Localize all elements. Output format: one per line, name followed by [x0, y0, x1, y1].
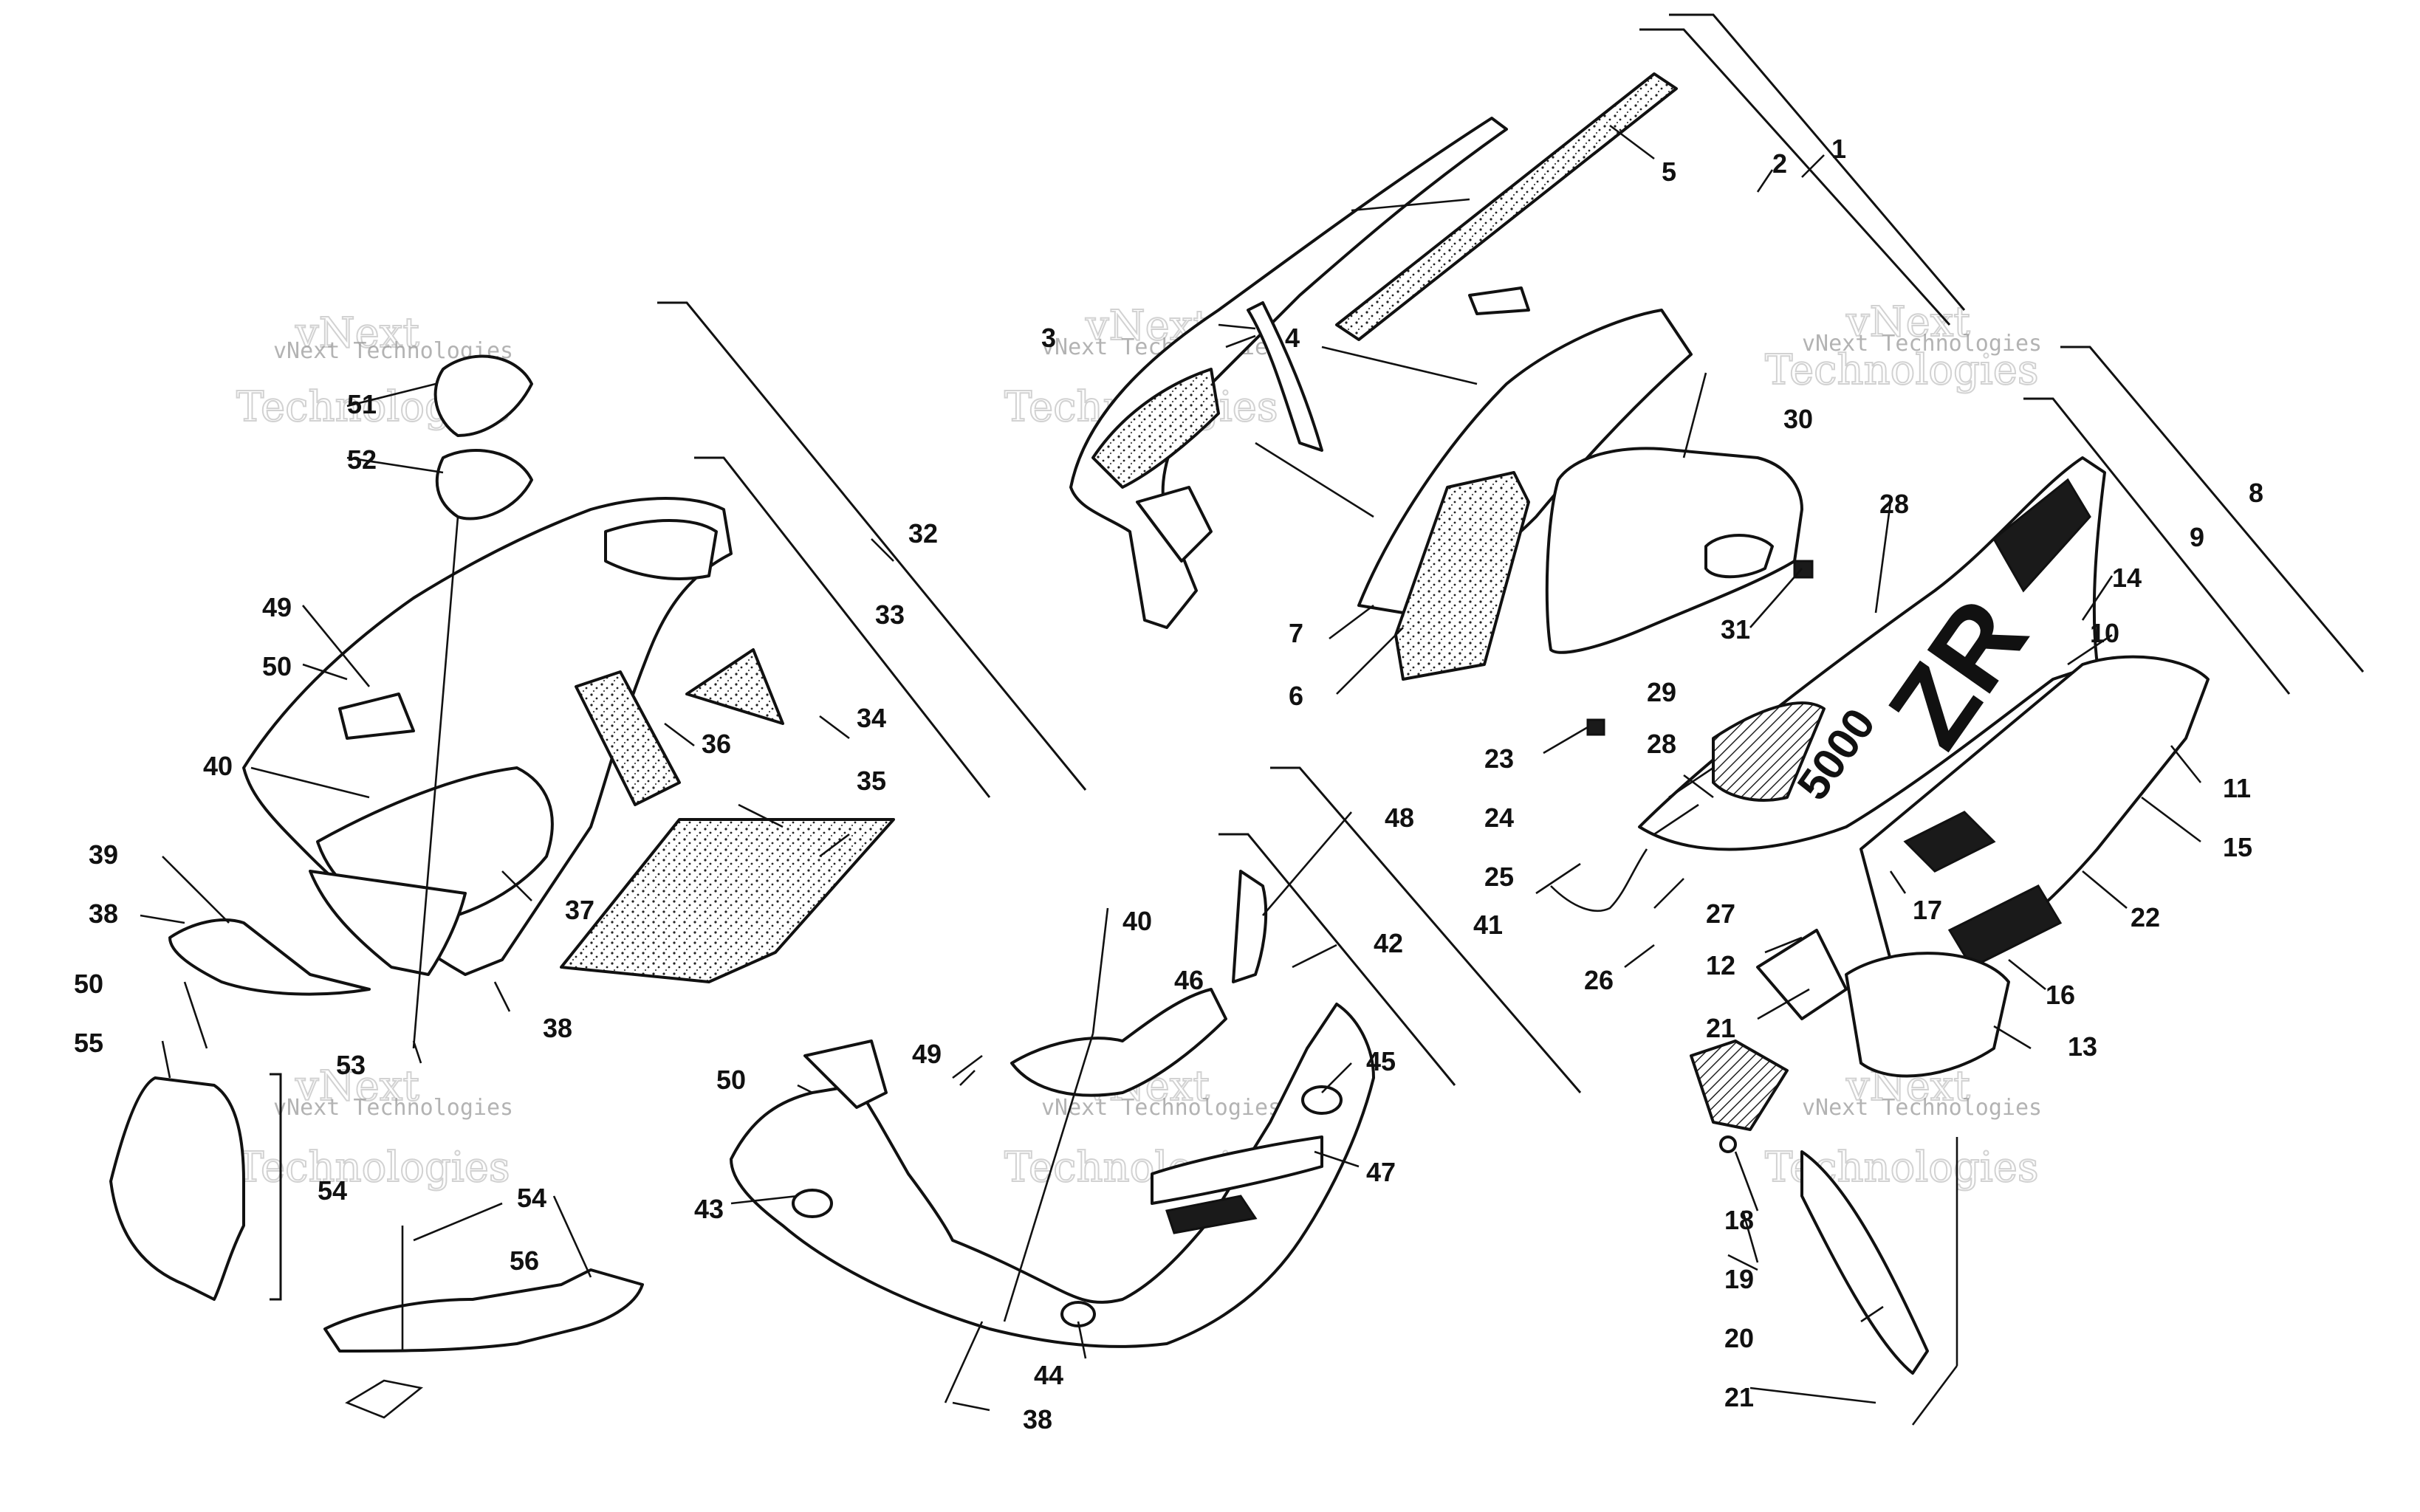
callout-40-left: 40 — [203, 751, 233, 781]
callout-34: 34 — [857, 703, 886, 733]
callout-51: 51 — [347, 389, 377, 419]
callout-24: 24 — [1484, 803, 1514, 833]
callout-47: 47 — [1366, 1157, 1396, 1187]
callout-50-left: 50 — [262, 651, 292, 681]
svg-text:vNext Technologies: vNext Technologies — [1041, 1095, 1281, 1121]
callout-48: 48 — [1385, 803, 1414, 833]
callout-54-left: 54 — [318, 1175, 347, 1206]
callout-25: 25 — [1484, 862, 1514, 892]
callout-56: 56 — [510, 1245, 539, 1276]
callout-4: 4 — [1285, 323, 1300, 353]
watermark-bottom-left: vNext vNext Technologies Technologies — [236, 1062, 513, 1192]
callout-29: 29 — [1647, 677, 1676, 707]
callout-28-lower: 28 — [1647, 729, 1676, 759]
callout-21-lower: 21 — [1724, 1382, 1754, 1412]
svg-text:Technologies: Technologies — [236, 1144, 510, 1192]
svg-text:vNext: vNext — [1845, 298, 1970, 346]
callout-12: 12 — [1706, 950, 1735, 980]
callout-53: 53 — [336, 1050, 366, 1080]
callout-43: 43 — [694, 1194, 724, 1224]
callout-41: 41 — [1473, 910, 1503, 940]
callout-30: 30 — [1783, 404, 1813, 434]
callout-13: 13 — [2068, 1031, 2097, 1062]
callout-26: 26 — [1584, 965, 1614, 995]
callout-37: 37 — [565, 895, 594, 925]
svg-text:vNext Technologies: vNext Technologies — [1802, 1095, 2042, 1121]
callout-11: 11 — [2223, 773, 2251, 803]
leader-lines — [140, 124, 2202, 1412]
belly-pan-assembly — [730, 870, 1375, 1403]
front-chassis-assembly — [109, 354, 895, 1419]
side-panel-assembly: ZR 5000 — [1550, 456, 2210, 1426]
svg-text:vNext: vNext — [295, 309, 419, 357]
callout-46: 46 — [1174, 965, 1204, 995]
watermark-bottom-center: vNext vNext Technologies Technologies — [1004, 1062, 1281, 1192]
hood-assembly — [1069, 72, 1814, 681]
callout-52: 52 — [347, 444, 377, 475]
callout-16: 16 — [2046, 980, 2075, 1010]
callout-9: 9 — [2190, 522, 2204, 552]
callout-17: 17 — [1913, 895, 1942, 925]
callout-27: 27 — [1706, 898, 1735, 929]
callout-21-upper: 21 — [1706, 1013, 1735, 1043]
callout-40-center: 40 — [1122, 906, 1152, 936]
callout-15: 15 — [2223, 832, 2252, 862]
callout-5: 5 — [1662, 157, 1676, 187]
callout-36: 36 — [702, 729, 731, 759]
svg-text:vNext Technologies: vNext Technologies — [1802, 331, 2042, 357]
callout-44: 44 — [1034, 1360, 1063, 1390]
callout-38-center: 38 — [543, 1013, 572, 1043]
callout-50-lower: 50 — [74, 969, 103, 999]
callout-39: 39 — [89, 839, 118, 870]
callout-28-upper: 28 — [1879, 489, 1909, 519]
svg-text:vNext: vNext — [295, 1062, 419, 1110]
callout-14: 14 — [2112, 563, 2142, 593]
callout-32: 32 — [908, 518, 938, 549]
callout-54-bottom: 54 — [517, 1183, 546, 1213]
callout-45: 45 — [1366, 1046, 1396, 1076]
callout-labels: 1 2 3 4 5 6 7 8 9 10 11 12 13 14 15 16 1… — [74, 134, 2263, 1434]
callout-19: 19 — [1724, 1264, 1754, 1294]
callout-50-center: 50 — [716, 1065, 746, 1095]
callout-23: 23 — [1484, 743, 1514, 774]
callout-38-left: 38 — [89, 898, 118, 929]
svg-text:vNext Technologies: vNext Technologies — [273, 1095, 513, 1121]
callout-8: 8 — [2249, 478, 2263, 508]
callout-1: 1 — [1831, 134, 1846, 164]
callout-22: 22 — [2131, 902, 2160, 932]
callout-7: 7 — [1289, 618, 1303, 648]
callout-49-center: 49 — [912, 1039, 942, 1069]
callout-35: 35 — [857, 766, 886, 796]
callout-38-bottom: 38 — [1023, 1404, 1052, 1434]
group-brackets — [270, 13, 2365, 1301]
svg-text:Technologies: Technologies — [1765, 346, 2039, 394]
callout-49-left: 49 — [262, 592, 292, 622]
callout-20: 20 — [1724, 1323, 1754, 1353]
callout-33: 33 — [875, 599, 905, 630]
callout-31: 31 — [1721, 614, 1750, 645]
callout-55: 55 — [74, 1028, 103, 1058]
watermark-top-right: vNext vNext Technologies Technologies — [1764, 298, 2042, 395]
callout-18: 18 — [1724, 1205, 1754, 1235]
callout-3: 3 — [1041, 323, 1056, 353]
callout-2: 2 — [1772, 148, 1787, 179]
callout-6: 6 — [1289, 681, 1303, 711]
callout-10: 10 — [2090, 618, 2119, 648]
callout-42: 42 — [1374, 928, 1403, 958]
